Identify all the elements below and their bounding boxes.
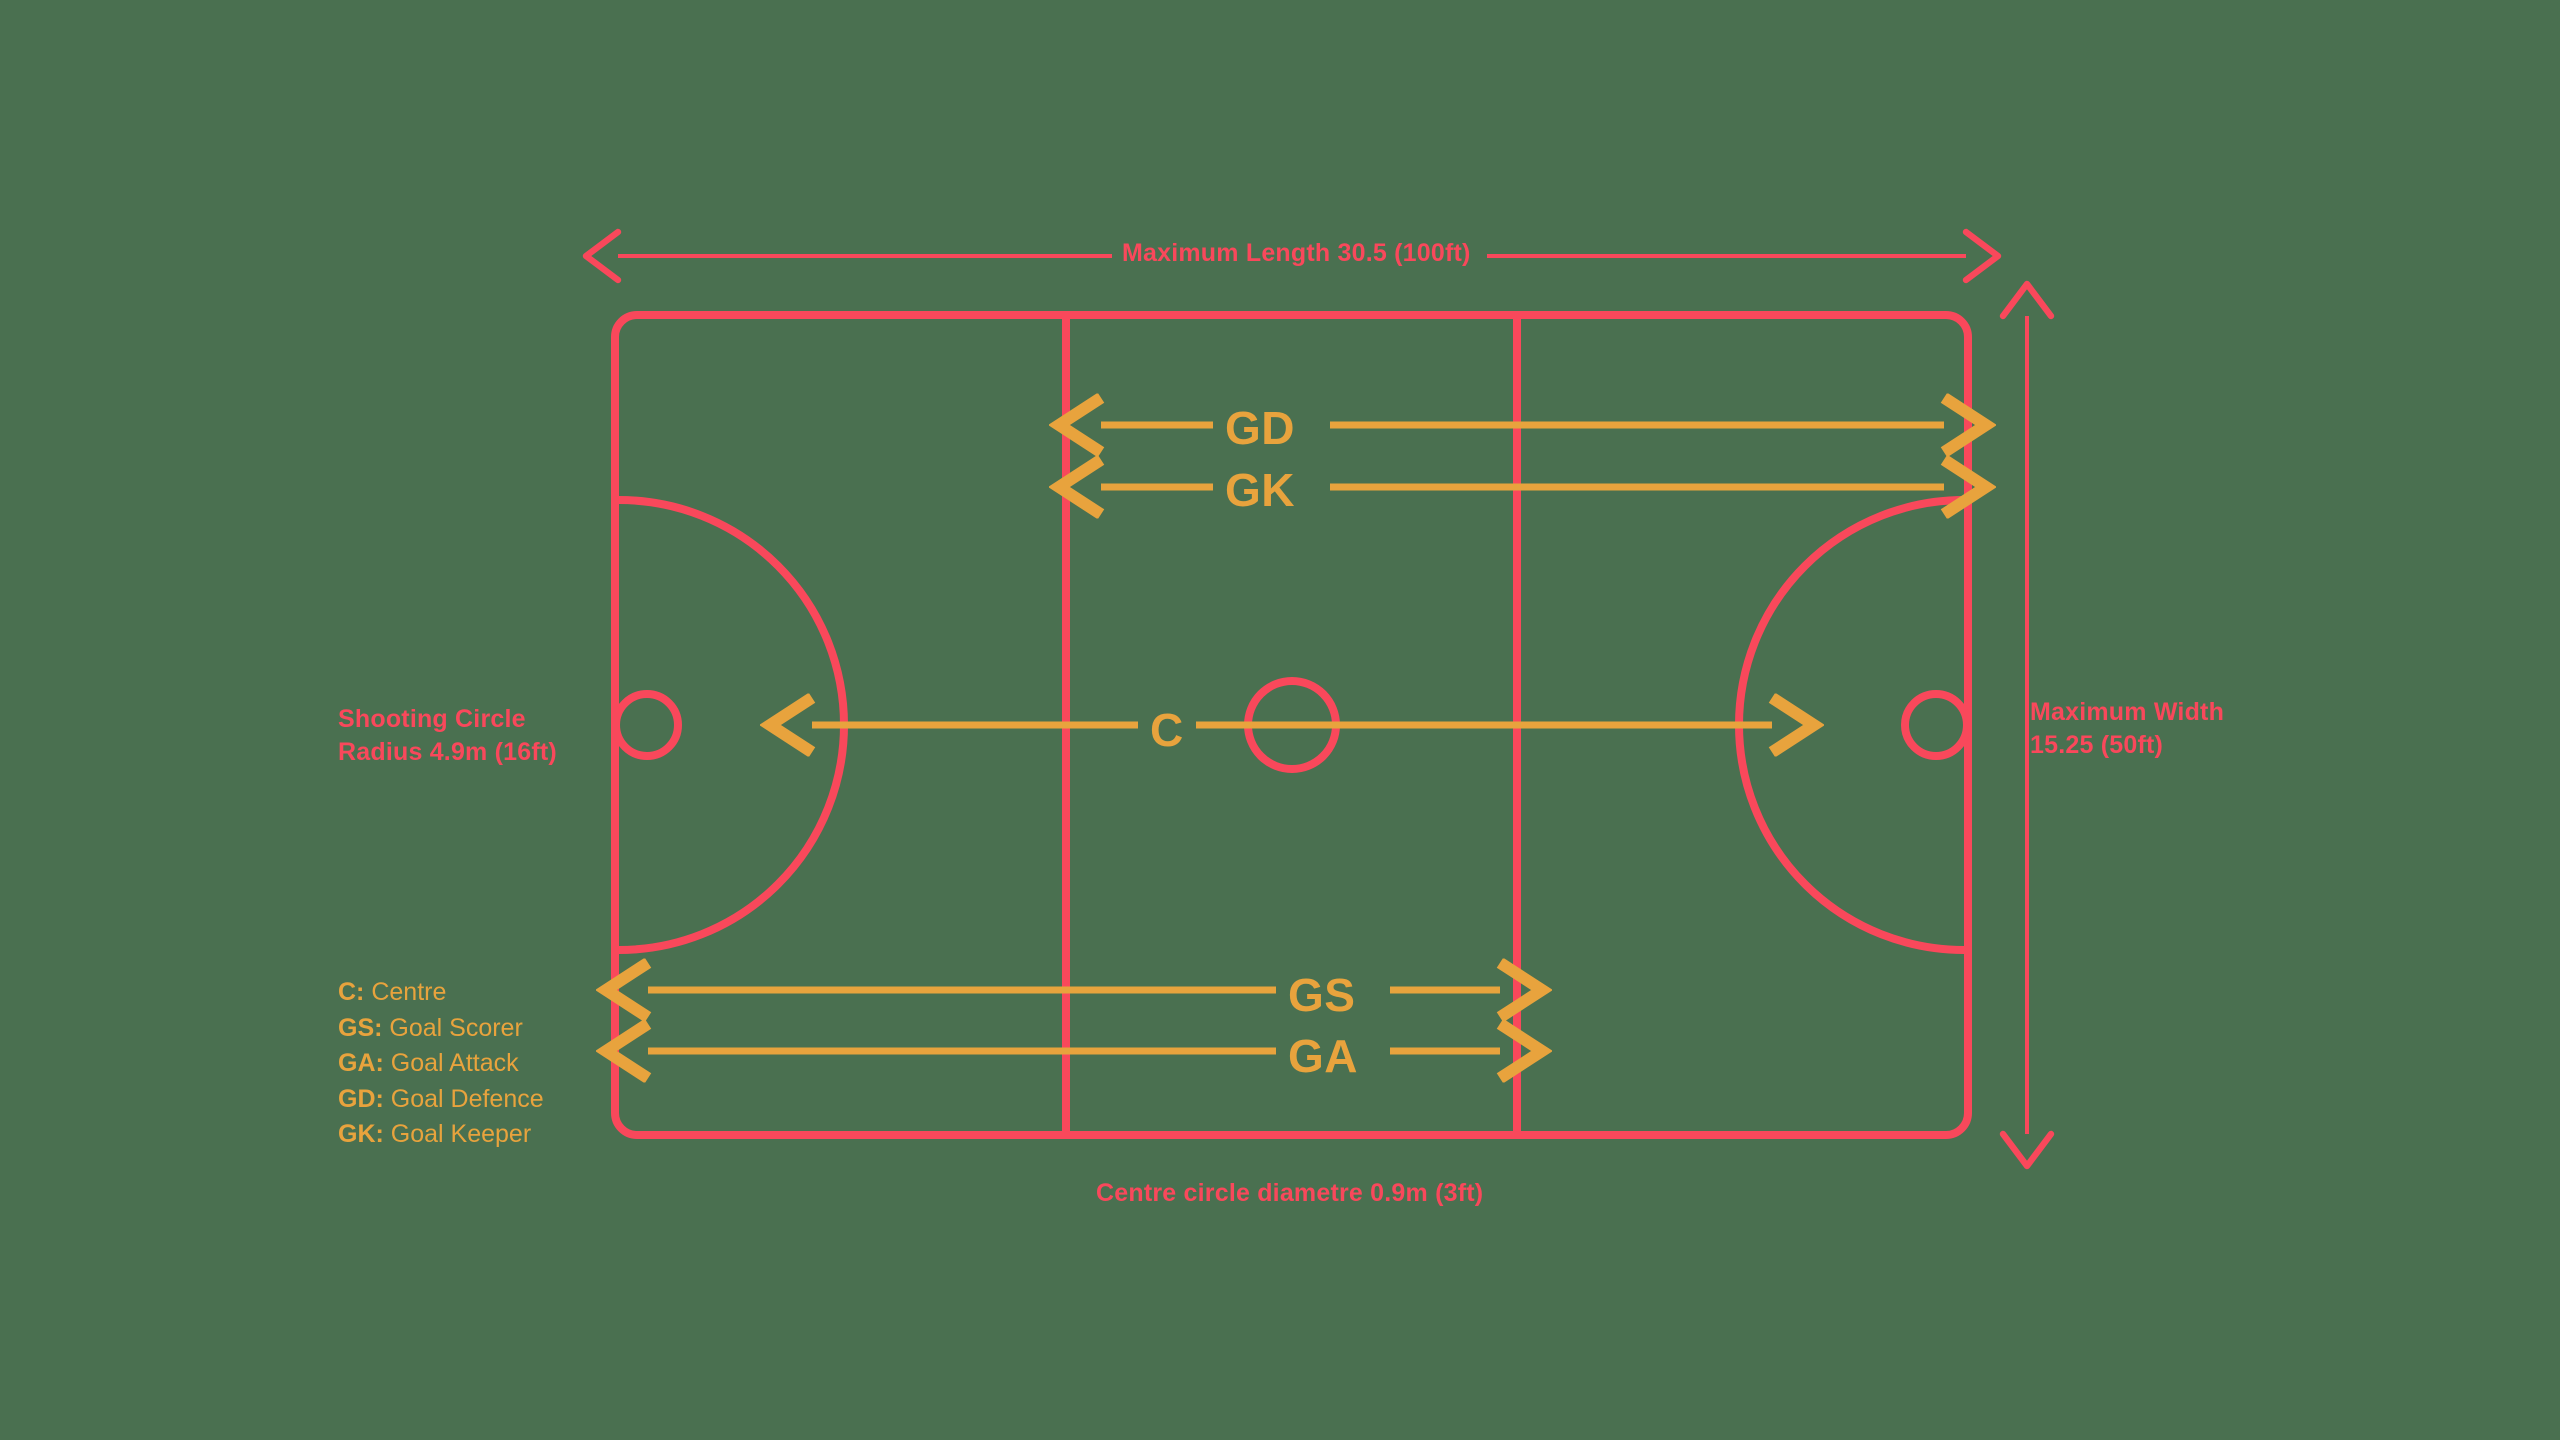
shooting-circle-left <box>618 496 848 954</box>
maximum-width-label-line2: 15.25 (50ft) <box>2030 731 2164 759</box>
legend-item: GD: Goal Defence <box>338 1082 544 1118</box>
legend-item-abbr: C: <box>338 978 365 1006</box>
shooting-circle-label-line1: Shooting Circle <box>338 705 526 733</box>
legend-item-name: Goal Defence <box>383 1084 544 1113</box>
goal-circle-right <box>1901 690 1971 760</box>
maximum-width-label-line1: Maximum Width <box>2030 698 2225 726</box>
legend-item-abbr: GD: <box>338 1084 384 1113</box>
shooting-circle-label: Shooting Circle Radius 4.9m (16ft) <box>338 703 557 769</box>
legend-item-name: Centre <box>364 978 447 1006</box>
maximum-width-label: Maximum Width 15.25 (50ft) <box>2030 696 2224 762</box>
legend-item: C: Centre <box>338 975 544 1011</box>
legend-item-name: Goal Attack <box>383 1049 519 1077</box>
legend-item: GS: Goal Scorer <box>338 1011 544 1047</box>
legend-item-name: Goal Keeper <box>383 1120 532 1148</box>
position-label-c: C <box>1150 704 1184 756</box>
legend-item-abbr: GS: <box>338 1013 383 1042</box>
legend-item-abbr: GA: <box>338 1049 384 1077</box>
centre-circle-dimension-label: Centre circle diametre 0.9m (3ft) <box>1096 1179 1484 1207</box>
legend-item-abbr: GK: <box>338 1120 384 1148</box>
position-label-gk: GK <box>1225 464 1295 516</box>
position-label-gs: GS <box>1288 969 1356 1021</box>
goal-circle-left <box>612 690 682 760</box>
maximum-length-label: Maximum Length 30.5 (100ft) <box>1122 239 1471 267</box>
legend-item: GK: Goal Keeper <box>338 1117 544 1153</box>
legend-item: GA: Goal Attack <box>338 1046 544 1082</box>
shooting-circle-right <box>1735 496 1965 954</box>
shooting-circle-label-line2: Radius 4.9m (16ft) <box>338 738 557 766</box>
position-label-ga: GA <box>1288 1030 1358 1082</box>
legend-item-name: Goal Scorer <box>382 1013 523 1042</box>
position-label-gd: GD <box>1225 402 1295 454</box>
